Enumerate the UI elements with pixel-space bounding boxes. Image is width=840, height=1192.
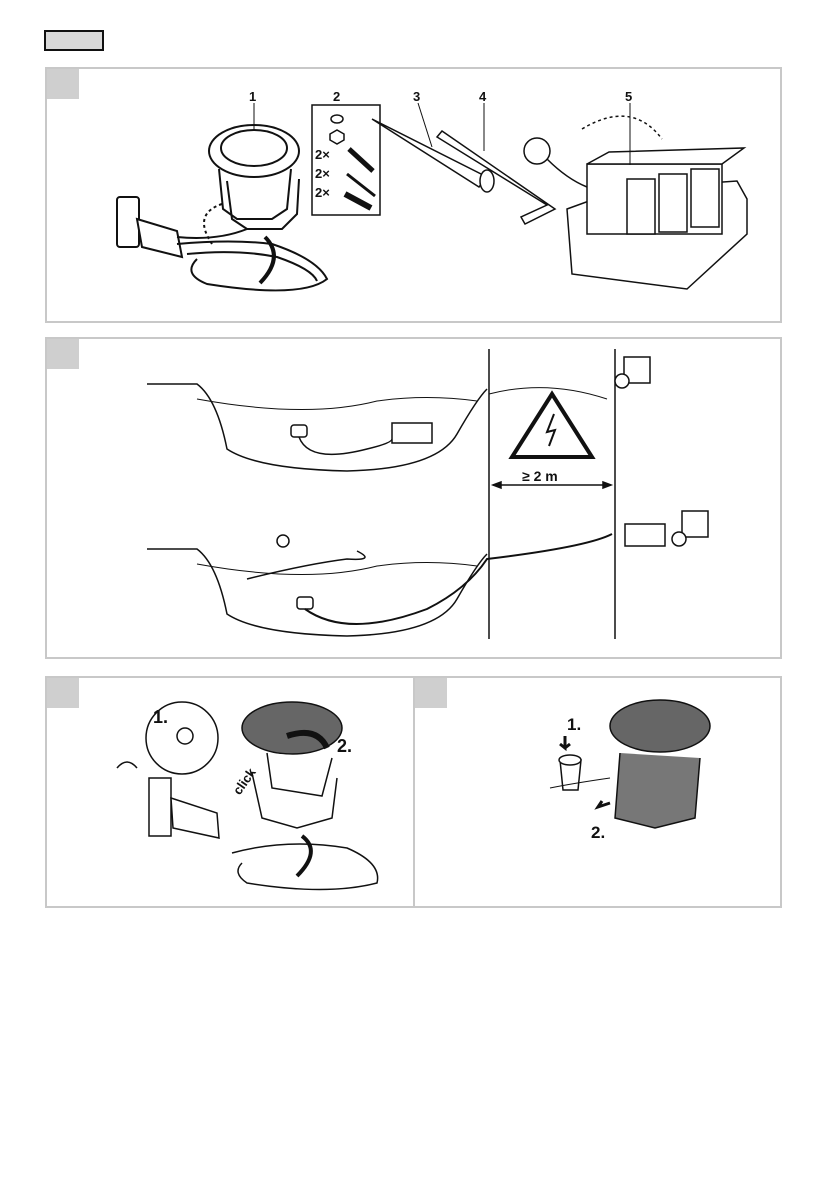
qty-label-dowels: 2× [315, 185, 330, 200]
panel-parts-overview: 1 2 2× 2× 2× 3 4 [45, 67, 782, 323]
panel-mounting-bracket: 1. 2. click [45, 676, 415, 908]
panel-installation-distance: ≥ 2 m [45, 337, 782, 659]
qty-label-screws: 2× [315, 147, 330, 162]
lower-pond-outline [147, 549, 487, 636]
part-number-4: 4 [479, 89, 487, 104]
part-number-1: 1 [249, 89, 256, 104]
step-2-label: 2. [337, 736, 352, 756]
step-1-label: 1. [153, 707, 168, 727]
transformer-drawing [524, 116, 747, 289]
part-number-5: 5 [625, 89, 632, 104]
parts-illustration: 1 2 2× 2× 2× 3 4 [47, 69, 784, 325]
click-label: click [230, 765, 259, 798]
panel-mounting-spike: 1. 2. [413, 676, 782, 908]
qty-label-nails: 2× [315, 166, 330, 181]
upper-pond-outline [147, 384, 487, 471]
bracket-mounting-illustration: 1. 2. click [47, 678, 417, 910]
part-number-3: 3 [413, 89, 420, 104]
step-1-label: 1. [567, 715, 581, 734]
part-number-2: 2 [333, 89, 340, 104]
pond-light-drawing [117, 125, 327, 290]
warning-triangle [512, 394, 592, 457]
safety-distance-label: ≥ 2 m [522, 468, 558, 484]
language-tab [44, 30, 104, 51]
pond-illustration: ≥ 2 m [47, 339, 784, 661]
spike-mounting-illustration: 1. 2. [415, 678, 784, 910]
step-2-label: 2. [591, 823, 605, 842]
